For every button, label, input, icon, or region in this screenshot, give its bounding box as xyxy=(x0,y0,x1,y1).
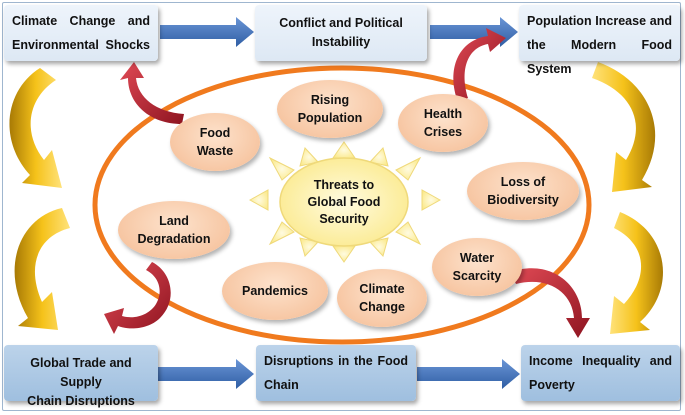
threat-health-crises: Health Crises xyxy=(398,94,488,152)
box-income-line1: Income Inequality and xyxy=(529,354,672,368)
box-income-line2: Poverty xyxy=(529,378,575,392)
gold-arrow-right-upper xyxy=(592,62,656,192)
red-arrow-land-degradation xyxy=(104,262,171,334)
blue-arrow-bottom-right xyxy=(417,359,520,389)
box-trade-line2: Chain Disruptions xyxy=(27,394,135,408)
box-conflict-line2: Instability xyxy=(311,35,371,49)
box-conflict-line1: Conflict and Political xyxy=(279,16,403,30)
box-global-trade: Global Trade and Supply Chain Disruption… xyxy=(4,345,158,408)
box-climate-line1: Climate Change and xyxy=(12,14,150,28)
threat-rising-population: Rising Population xyxy=(277,80,383,138)
threat-land-degradation: Land Degradation xyxy=(118,201,230,259)
threat-food-waste: Food Waste xyxy=(170,113,260,171)
box-climate-environment: Climate Change and Environmental Shocks xyxy=(4,5,158,61)
box-income-inequality: Income Inequality and Poverty xyxy=(521,345,680,401)
gold-arrow-left-lower xyxy=(14,208,70,330)
box-trade-line1: Global Trade and Supply xyxy=(30,356,132,389)
diagram-frame xyxy=(2,2,681,411)
box-conflict: Conflict and Political Instability xyxy=(255,5,427,61)
box-population-line1: Population Increase and xyxy=(527,14,672,28)
threat-climate-change: Climate Change xyxy=(337,269,427,327)
threat-ring xyxy=(92,65,592,345)
gold-arrow-right-lower xyxy=(610,212,663,334)
threat-loss-of-biodiversity: Loss of Biodiversity xyxy=(467,162,579,220)
blue-arrow-bottom-left xyxy=(158,359,254,389)
red-arrow-water-scarcity xyxy=(510,268,590,338)
threat-water-scarcity: Water Scarcity xyxy=(432,238,522,296)
box-food-chain-disruptions: Disruptions in the Food Chain xyxy=(256,345,416,401)
box-disruptions-line2: Chain xyxy=(264,378,299,392)
box-disruptions-line1: Disruptions in the Food xyxy=(264,354,408,368)
threat-pandemics: Pandemics xyxy=(222,262,328,320)
sun-burst xyxy=(248,141,442,263)
red-arrow-food-waste xyxy=(120,62,184,124)
box-population-line2: the Modern Food System xyxy=(527,38,672,76)
blue-arrow-top-right xyxy=(430,17,518,47)
blue-arrow-top-left xyxy=(160,17,254,47)
box-population-food-system: Population Increase and the Modern Food … xyxy=(519,5,680,76)
red-arrow-health-crises xyxy=(453,28,506,102)
gold-arrow-left-upper xyxy=(9,68,62,188)
center-label: Threats to Global Food Security xyxy=(307,177,381,226)
box-climate-line2: Environmental Shocks xyxy=(12,38,150,52)
